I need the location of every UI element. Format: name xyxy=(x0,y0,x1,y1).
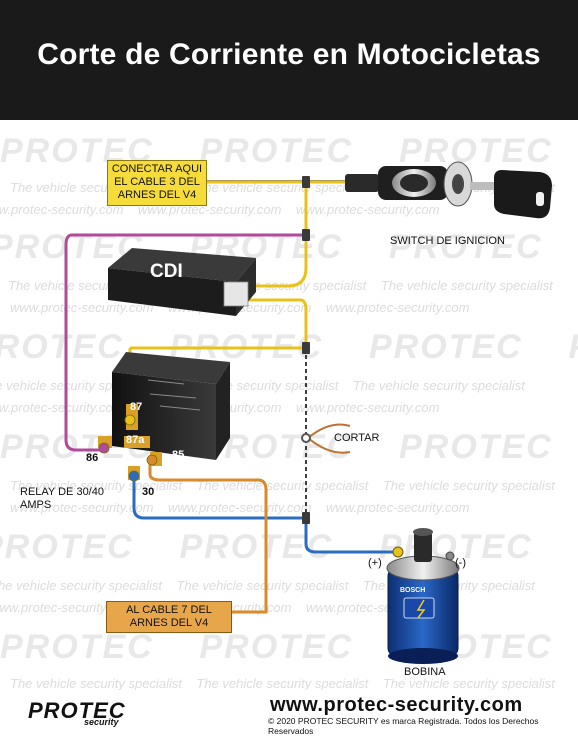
junction-clips xyxy=(302,176,310,524)
coil-minus-label: (-) xyxy=(455,557,466,569)
cable7-label: AL CABLE 7 DEL ARNES DEL V4 xyxy=(106,601,232,633)
orange-wire xyxy=(148,462,268,614)
cut-label: CORTAR xyxy=(334,432,380,444)
ignition-switch xyxy=(345,161,552,219)
coil-brand-label: BOSCH xyxy=(400,587,426,594)
relay-connectors xyxy=(98,414,158,482)
pin-87-label: 87 xyxy=(130,401,143,413)
scissors-icon xyxy=(301,423,351,454)
pin-86-label: 86 xyxy=(86,452,99,464)
cdi-label: CDI xyxy=(150,261,183,282)
pin-87a-label: 87a xyxy=(126,434,145,446)
relay-label: RELAY DE 30/40 AMPS xyxy=(20,486,104,511)
cdi-module xyxy=(108,248,256,316)
header-bar: Corte de Corriente en Motocicletas xyxy=(0,0,578,120)
watermark-tagline-row: The vehicle security specialist The vehi… xyxy=(10,676,555,690)
footer-url[interactable]: www.protec-security.com xyxy=(270,694,523,716)
purple-wire xyxy=(64,233,306,452)
watermark-url-row: www.protec-security.com www.protec-secur… xyxy=(0,202,440,217)
watermark-url-row: www.protec-security.com www.protec-secur… xyxy=(10,500,470,515)
watermark-logo-row: PROTEC PROTEC PROTEC PROTEC xyxy=(0,132,553,170)
footer-copyright: © 2020 PROTEC SECURITY es marca Registra… xyxy=(268,716,539,736)
page-title: Corte de Corriente en Motocicletas xyxy=(37,38,541,71)
ignition-switch-label: SWITCH DE IGNICION xyxy=(390,235,505,247)
coil-plus-label: (+) xyxy=(368,557,382,569)
coil-label: BOBINA xyxy=(404,666,446,678)
watermark-tagline-row: The vehicle security specialist The vehi… xyxy=(10,478,555,493)
footer-brand-sub: security xyxy=(84,717,119,727)
connect-here-label: CONECTAR AQUI EL CABLE 3 DEL ARNES DEL V… xyxy=(107,160,207,206)
pin-30-label: 30 xyxy=(142,486,155,498)
ignition-coil xyxy=(386,528,460,664)
footer-brand-logo: PROTEC xyxy=(28,698,126,723)
pin-85-label: 85 xyxy=(172,449,185,461)
